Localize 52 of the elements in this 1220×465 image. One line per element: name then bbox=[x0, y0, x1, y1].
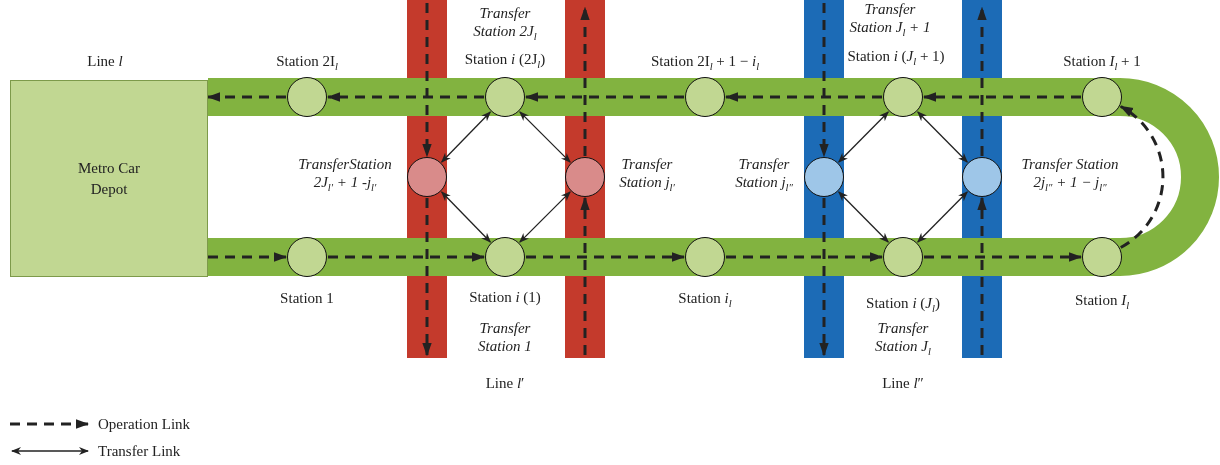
station-label: Station 1 bbox=[280, 289, 334, 307]
operation-link-arrow bbox=[922, 92, 1081, 102]
operation-link-arrow bbox=[326, 92, 484, 102]
station-label: Transfer Station 2j$_{l″}$ + 1 − j$_{l″}$ bbox=[1020, 155, 1120, 191]
station-label: Station i (J$_{l}$ + 1) bbox=[847, 47, 945, 65]
operation-link-arrow bbox=[524, 92, 684, 102]
station-label: Transfer Station j$_{l″}$ bbox=[734, 155, 794, 191]
transfer-link-arrow bbox=[519, 191, 571, 243]
station-label: Station I$_{l}$ bbox=[1074, 291, 1130, 309]
operation-link-arrow bbox=[819, 198, 829, 357]
operation-link-arrow bbox=[580, 196, 590, 355]
line-name: Line l″ bbox=[882, 374, 924, 392]
station-label: Station i (J$_{l}$) bbox=[866, 294, 940, 312]
operation-link-arrow bbox=[422, 3, 432, 158]
operation-link-arrow bbox=[208, 252, 288, 262]
station-label: TransferStation 2J$_{l′}$ + 1 -j$_{l′}$ bbox=[297, 155, 393, 191]
line-name: Line l bbox=[87, 52, 123, 70]
operation-link-arrow bbox=[206, 92, 286, 102]
operation-link-arrow bbox=[422, 198, 432, 357]
operation-link-arrow bbox=[1119, 105, 1165, 249]
operation-link-arrow bbox=[724, 92, 882, 102]
station-label: Station 2I$_{l}$ bbox=[276, 52, 338, 70]
transfer-link-arrow bbox=[519, 111, 571, 163]
station-label: Transfer Station J$_{l}$ bbox=[874, 319, 932, 355]
transfer-link-arrow bbox=[917, 191, 968, 243]
station-label: Transfer Station 2J$_{l}$ bbox=[472, 4, 538, 40]
line-name: Line l′ bbox=[485, 374, 525, 392]
depot-box bbox=[10, 80, 208, 277]
station-label: Transfer Station 1 bbox=[477, 319, 533, 355]
station-label: Station i$_{l}$ bbox=[678, 289, 732, 307]
depot-label: Metro Car Depot bbox=[76, 158, 142, 199]
operation-link-arrow bbox=[977, 6, 987, 156]
station-label: Station 2I$_{l}$ + 1 − i$_{l}$ bbox=[650, 52, 760, 70]
transfer-link-arrow bbox=[440, 111, 492, 163]
station-label: Transfer Station j$_{l′}$ bbox=[618, 155, 676, 191]
operation-link-arrow bbox=[924, 252, 1083, 262]
operation-link-arrow bbox=[580, 6, 590, 156]
operation-link-arrow bbox=[526, 252, 686, 262]
station-label: Transfer Station J$_{l}$ + 1 bbox=[848, 0, 932, 36]
operation-link-arrow bbox=[977, 196, 987, 355]
transfer-link-arrow bbox=[917, 111, 968, 163]
legend-label: Transfer Link bbox=[98, 442, 181, 460]
legend-label: Operation Link bbox=[98, 415, 191, 433]
transfer-link-arrow bbox=[838, 111, 889, 163]
station-label: Station I$_{l}$ + 1 bbox=[1063, 52, 1141, 70]
operation-link-arrow bbox=[726, 252, 884, 262]
station-label: Station i (1) bbox=[469, 288, 541, 306]
transfer-link-arrow bbox=[440, 191, 492, 243]
operation-link-arrow bbox=[328, 252, 486, 262]
transfer-link-arrow bbox=[838, 191, 889, 243]
station-label: Station i (2J$_{l}$) bbox=[464, 50, 546, 68]
operation-link-arrow bbox=[819, 3, 829, 158]
